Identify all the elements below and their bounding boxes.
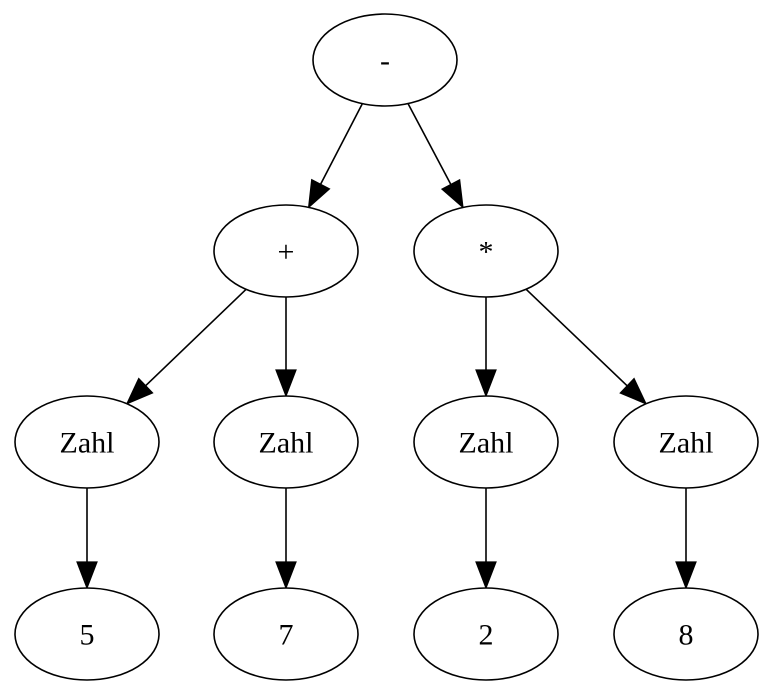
node-label: 2 [479, 619, 494, 652]
arrowhead-icon [307, 178, 331, 209]
edge-n_times-to-n_zahl4 [525, 288, 648, 405]
edge-n_zahl2-to-n_7 [275, 488, 297, 590]
edge-n_minus-to-n_times [407, 103, 464, 209]
node-ellipse [613, 587, 759, 681]
node-n_zahl3: Zahl [413, 395, 559, 489]
node-ellipse [213, 587, 359, 681]
node-label: * [479, 236, 494, 269]
node-ellipse [613, 395, 759, 489]
node-ellipse [413, 204, 559, 298]
edge-line [145, 288, 247, 387]
node-ellipse [14, 395, 160, 489]
edge-line [319, 103, 364, 185]
arrowhead-icon [475, 369, 497, 398]
node-n_minus: - [312, 13, 458, 107]
node-n_plus: + [213, 204, 359, 298]
node-n_zahl1: Zahl [14, 395, 160, 489]
arrowhead-icon [440, 178, 464, 209]
edge-n_times-to-n_zahl3 [475, 297, 497, 398]
node-label: + [278, 236, 295, 269]
arrowhead-icon [275, 369, 297, 398]
node-ellipse [14, 587, 160, 681]
node-label: 5 [80, 619, 95, 652]
node-ellipse [413, 587, 559, 681]
nodes-layer: - + * Zahl Zahl Zahl Zahl 5 7 2 8 [14, 13, 759, 681]
node-n_7: 7 [213, 587, 359, 681]
arrowhead-icon [675, 561, 697, 590]
node-n_zahl2: Zahl [213, 395, 359, 489]
node-n_5: 5 [14, 587, 160, 681]
arrowhead-icon [475, 561, 497, 590]
node-n_8: 8 [613, 587, 759, 681]
node-n_zahl4: Zahl [613, 395, 759, 489]
node-n_times: * [413, 204, 559, 298]
edge-n_zahl1-to-n_5 [76, 488, 98, 590]
node-label: Zahl [459, 427, 514, 460]
edges-layer [76, 103, 697, 590]
arrowhead-icon [76, 561, 98, 590]
edge-n_plus-to-n_zahl2 [275, 297, 297, 398]
node-n_2: 2 [413, 587, 559, 681]
edge-line [407, 103, 452, 185]
node-label: Zahl [659, 427, 714, 460]
node-label: Zahl [60, 427, 115, 460]
node-label: 8 [679, 619, 694, 652]
node-ellipse [413, 395, 559, 489]
arrowhead-icon [125, 377, 154, 405]
edge-n_plus-to-n_zahl1 [125, 288, 247, 405]
node-label: Zahl [259, 427, 314, 460]
node-ellipse [213, 204, 359, 298]
edge-n_zahl3-to-n_2 [475, 488, 497, 590]
node-ellipse [312, 13, 458, 107]
edge-line [525, 288, 628, 387]
arrowhead-icon [619, 377, 648, 405]
edge-n_minus-to-n_plus [307, 103, 364, 209]
edge-n_zahl4-to-n_8 [675, 488, 697, 590]
arrowhead-icon [275, 561, 297, 590]
node-ellipse [213, 395, 359, 489]
node-label: - [380, 45, 390, 78]
node-label: 7 [279, 619, 294, 652]
